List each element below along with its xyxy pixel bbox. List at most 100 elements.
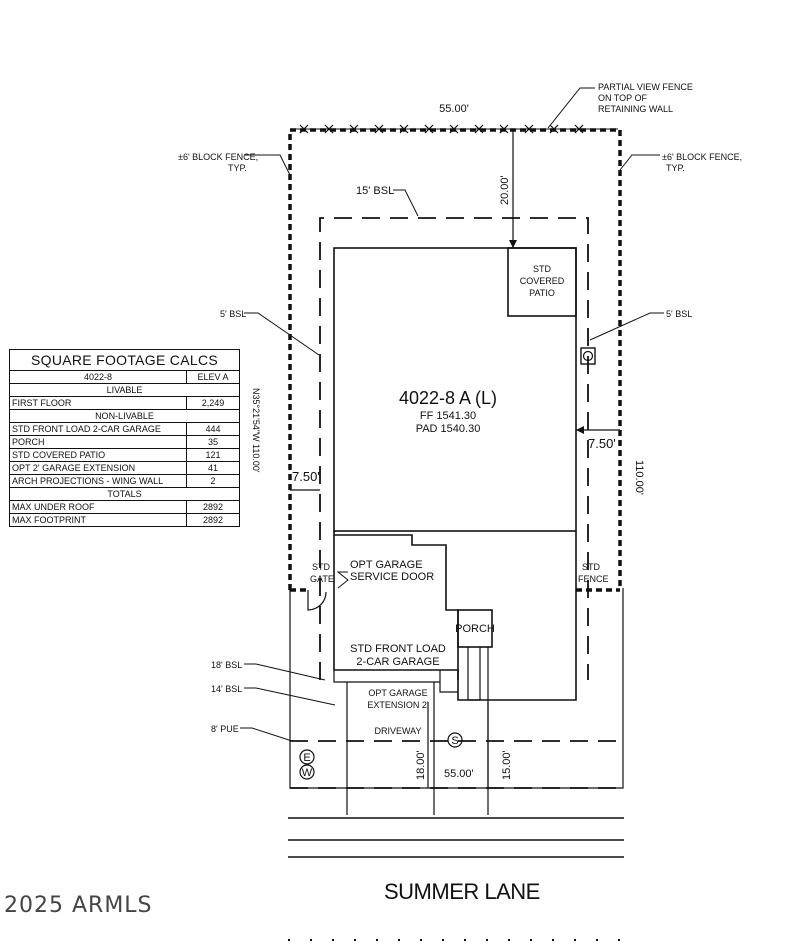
label-garage-1: STD FRONT LOAD [350,643,446,655]
dim-side-right: 7.50' [588,436,616,451]
label-5-bsl-left: 5' BSL [220,309,246,319]
utility-s-icon [447,732,463,748]
row-value: 2 [186,474,240,488]
row-value: 121 [186,448,240,462]
covered-patio [507,247,577,317]
label-15-bsl: 15' BSL [356,185,394,197]
bearing: N35°21'54"W 110.00' [251,388,261,473]
label-14-bsl: 14' BSL [211,684,242,694]
label-std-gate-1: STD [312,562,331,572]
table-row: ARCH PROJECTIONS - WING WALL 2 [9,474,240,488]
section-totals: TOTALS [9,487,240,501]
label-patio-1: STD [533,264,552,274]
table-row: MAX UNDER ROOF 2892 [9,500,240,514]
finished-floor: FF 1541.30 [420,410,476,422]
copyright-watermark: 2025 ARMLS [4,893,153,918]
meter-box [580,347,596,365]
row-label: FIRST FLOOR [9,396,187,410]
leader-5-bsl-left [244,312,320,356]
street-name: SUMMER LANE [384,879,540,904]
label-service-door-1: OPT GARAGE [350,559,423,571]
label-partial-fence-3: RETAINING WALL [598,104,673,114]
leader-18-bsl [244,663,326,681]
label-garage-2: 2-CAR GARAGE [356,656,439,668]
leader-15-bsl [393,189,419,217]
row-label: STD FRONT LOAD 2-CAR GARAGE [9,422,187,436]
label-18-bsl: 18' BSL [211,660,242,670]
label-std-fence-1: STD [582,562,601,572]
utility-e-label: E [303,752,310,764]
leader-partial-fence [547,87,595,129]
utility-w-label: W [302,767,313,779]
porch-box [457,609,493,648]
table-row: OPT 2' GARAGE EXTENSION 41 [9,461,240,475]
label-block-fence-right-1: ±6' BLOCK FENCE, [662,152,742,162]
table-row: PORCH 35 [9,435,240,449]
right-dim-arrow [576,426,584,434]
label-std-fence-2: FENCE [578,574,609,584]
label-partial-fence-1: PARTIAL VIEW FENCE [598,82,693,92]
row-value: 41 [186,461,240,475]
lot-title: 4022-8 A (L) [399,388,497,408]
dim-driveway-left: 18.00' [415,750,427,780]
label-block-fence-left-2: TYP. [228,163,247,173]
view-fence-marks [299,124,584,134]
leader-8-pue [240,727,293,742]
label-std-gate-2: GATE [310,574,334,584]
section-non-livable: NON-LIVABLE [9,409,240,423]
table-row: FIRST FLOOR 2,249 [9,396,240,410]
building-setback-line [319,217,589,680]
meter-icon [582,350,594,362]
porch-step [467,647,481,701]
label-8-pue: 8' PUE [211,724,239,734]
gate-swing [307,590,327,611]
leader-14-bsl [244,687,336,706]
table-elevation: ELEV A [186,370,240,384]
dim-side-left: 7.50' [292,469,320,484]
row-label: ARCH PROJECTIONS - WING WALL [9,474,187,488]
row-value: 35 [186,435,240,449]
row-value: 2892 [186,513,240,527]
label-block-fence-left-1: ±6' BLOCK FENCE, [178,152,258,162]
label-driveway: DRIVEWAY [374,726,421,736]
label-porch: PORCH [455,623,495,635]
section-livable: LIVABLE [9,383,240,397]
label-patio-3: PATIO [529,288,555,298]
label-garage-ext-2: EXTENSION 2' [367,700,429,710]
leader-block-fence-right [619,154,660,171]
row-value: 2892 [186,500,240,514]
table-row: STD FRONT LOAD 2-CAR GARAGE 444 [9,422,240,436]
row-label: PORCH [9,435,187,449]
row-value: 444 [186,422,240,436]
block-fence [288,128,622,590]
garage-outline [333,531,577,701]
table-title: SQUARE FOOTAGE CALCS [9,349,240,371]
dim-top: 55.00' [439,103,469,115]
leader-service-door [336,571,349,589]
label-partial-fence-2: ON TOP OF [598,93,648,103]
utility-e-icon [299,749,315,765]
rear-dim-arrow [509,240,517,248]
dim-lot-depth: 110.00' [633,460,645,495]
label-garage-ext-1: OPT GARAGE [368,688,427,698]
row-value: 2,249 [186,396,240,410]
square-footage-table: SQUARE FOOTAGE CALCS 4022-8 ELEV A LIVAB… [9,349,240,527]
label-5-bsl-right: 5' BSL [666,309,692,319]
row-label: MAX UNDER ROOF [9,500,187,514]
garage-front [333,535,459,680]
label-patio-2: COVERED [520,276,565,286]
dim-rear-setback: 20.00' [499,175,511,205]
utility-s-label: S [451,735,458,747]
table-plan: 4022-8 [9,370,187,384]
row-label: MAX FOOTPRINT [9,513,187,527]
label-service-door-2: SERVICE DOOR [350,571,434,583]
label-block-fence-right-2: TYP. [666,163,685,173]
leader-5-bsl-right [589,312,664,341]
house-footprint [333,247,577,532]
lot-boundary [289,588,624,789]
dim-driveway-right: 15.00' [501,750,513,780]
pad-elevation: PAD 1540.30 [416,423,481,435]
table-row: MAX FOOTPRINT 2892 [9,513,240,527]
row-label: STD COVERED PATIO [9,448,187,462]
